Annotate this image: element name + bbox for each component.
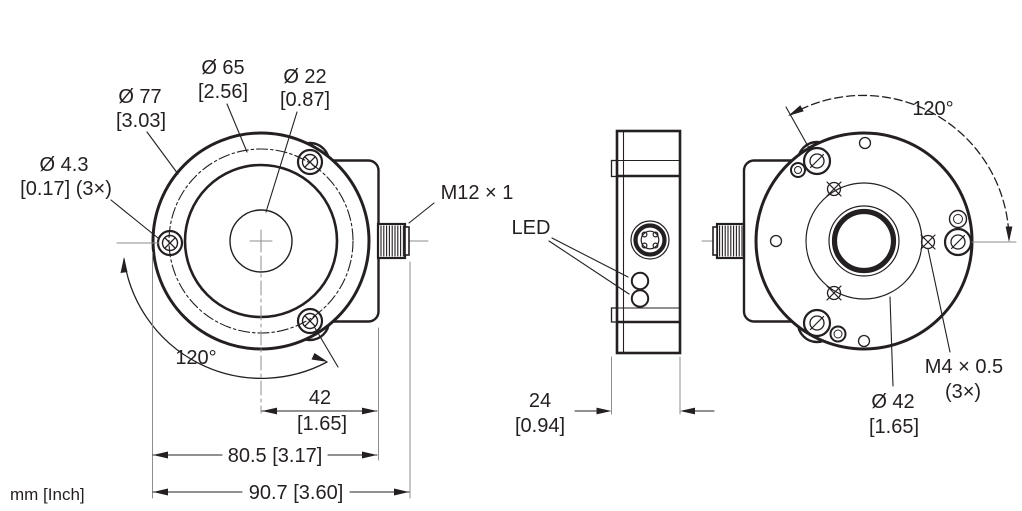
arrowhead (362, 451, 377, 459)
arrowhead (788, 105, 804, 116)
arrowhead (596, 407, 612, 415)
flange-edge-tab (610, 307, 618, 323)
back-view (701, 94, 1017, 387)
flange-edge-tab (610, 159, 618, 178)
leader-m12 (408, 202, 435, 224)
dim-label-d43-mm: Ø 4.3 (40, 154, 89, 176)
arrowhead (680, 407, 695, 415)
side-view (548, 129, 715, 415)
dim-label-24-inch: [0.94] (515, 415, 565, 437)
side-body-outline (615, 129, 682, 355)
leader-led (548, 240, 630, 295)
arrowhead (311, 353, 328, 362)
leader-d43 (110, 199, 159, 239)
arrowhead (262, 407, 277, 415)
m8-connector (630, 220, 670, 260)
led-indicator (630, 271, 650, 291)
dim-label-d22-mm: Ø 22 (283, 66, 326, 88)
angle-arc (789, 94, 1010, 239)
m12-thread (712, 222, 746, 260)
dim-label-80-5: 80.5 [3.17] (228, 445, 323, 467)
front-view (110, 103, 435, 499)
mounting-screw (296, 148, 324, 176)
dim-label-d43-inch: [0.17] (3×) (20, 178, 112, 200)
dim-label-24-mm: 24 (529, 390, 551, 412)
dim-label-d22-inch: [0.87] (280, 89, 330, 111)
flange-outline (754, 131, 974, 351)
shaft-ring (831, 208, 897, 274)
m12-thread (376, 222, 410, 260)
arrowhead (153, 488, 168, 496)
mounting-screw (943, 227, 973, 257)
arrowhead (153, 451, 168, 459)
leader-d42 (889, 296, 894, 387)
angle-extension-line (314, 327, 339, 368)
dim-label-angle-front: 120° (175, 347, 216, 369)
arrowhead (362, 407, 377, 415)
leader-d77 (146, 131, 179, 175)
dim-label-angle-back: 120° (912, 98, 953, 120)
through-hole (948, 209, 968, 229)
arrowhead (120, 257, 128, 273)
dim-label-d77-inch: [3.03] (116, 110, 166, 132)
mounting-screw (802, 146, 832, 176)
through-hole (790, 162, 806, 178)
arrowhead (1005, 226, 1013, 242)
dim-label-d65-inch: [2.56] (198, 81, 248, 103)
angle-arc (123, 258, 328, 379)
dim-label-m4-line2: (3×) (945, 381, 981, 403)
mounting-screw (802, 308, 832, 338)
m4-hole (826, 181, 842, 197)
m4-hole (826, 285, 842, 301)
dim-label-90-7: 90.7 [3.60] (249, 482, 344, 504)
leader-m4 (927, 248, 951, 353)
pilot-hole (858, 136, 872, 150)
angle-extension-line (785, 106, 810, 149)
dim-label-d65-mm: Ø 65 (201, 57, 244, 79)
through-hole (829, 325, 847, 343)
dim-label-d42-inch: [1.65] (869, 416, 919, 438)
arrowhead (394, 488, 409, 496)
leader-d65 (226, 103, 248, 153)
dim-label-d42-mm: Ø 42 (871, 391, 914, 413)
leader-led (551, 237, 629, 278)
mounting-screw (296, 307, 324, 335)
pilot-hole (769, 234, 783, 248)
shaft-hole (229, 209, 293, 273)
leader-d22 (265, 111, 298, 213)
shaft-ring (828, 205, 900, 277)
dim-label-m12: M12 × 1 (441, 182, 514, 204)
dim-label-42-inch: [1.65] (297, 413, 347, 435)
dim-label-m4-line1: M4 × 0.5 (925, 356, 1003, 378)
dim-label-led: LED (512, 217, 551, 239)
pilot-hole (857, 334, 871, 348)
led-indicator (630, 289, 650, 308)
dim-label-d77-mm: Ø 77 (118, 86, 161, 108)
dim-label-42-mm: 42 (309, 387, 331, 409)
units-note: mm [Inch] (10, 485, 85, 504)
